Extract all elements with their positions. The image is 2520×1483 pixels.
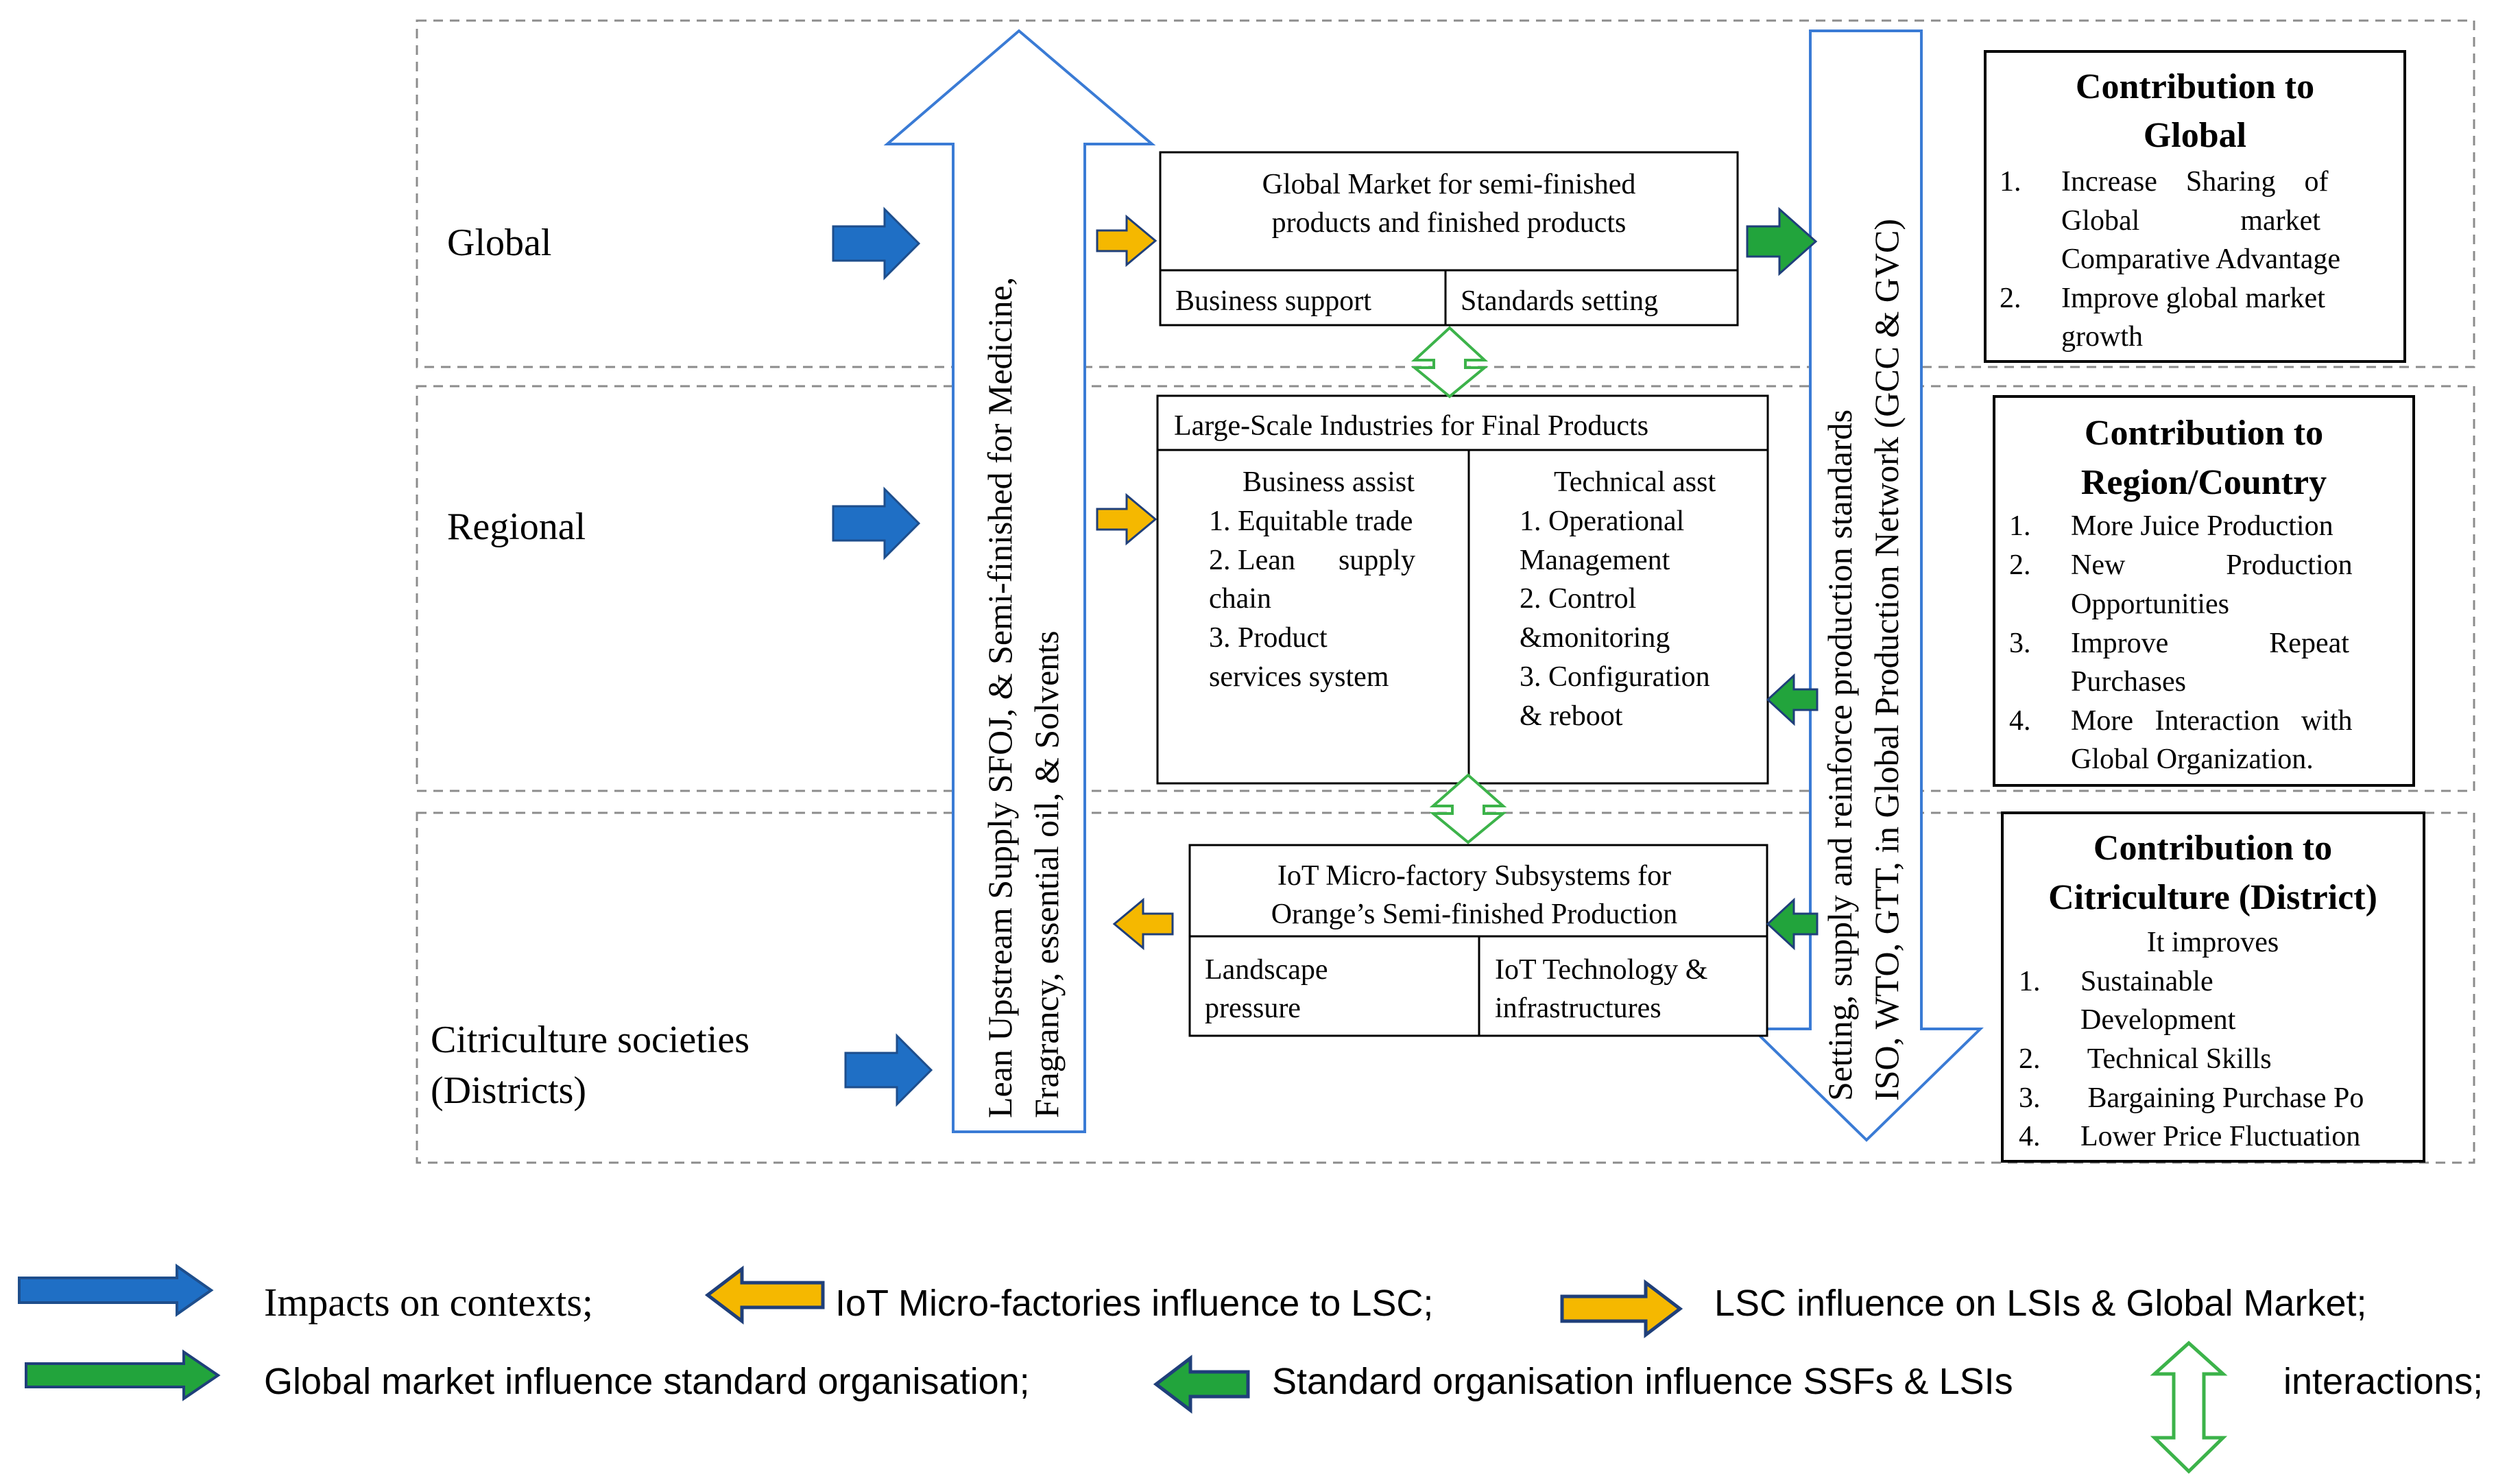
contribution-region-item-4-line-2: Global Organization.	[2071, 744, 2314, 775]
contribution-region-item-1-num: 1.	[2009, 510, 2031, 542]
contribution-district-item-3-line-1: Bargaining Purchase Po	[2080, 1082, 2364, 1114]
contribution-district-item-1-line-2: Development	[2080, 1004, 2236, 1036]
contribution-district-item-3-num: 3.	[2019, 1082, 2041, 1114]
lsi-technical-line-2: Management	[1520, 545, 1670, 576]
lsi-business-line-5: services system	[1209, 661, 1389, 693]
iot-landscape-2: pressure	[1205, 993, 1301, 1024]
lsc-arrow-to-lsi	[1096, 493, 1157, 546]
global-market-title-2: products and finished products	[1272, 207, 1627, 239]
contribution-district-item-2-line-1: Technical Skills	[2080, 1043, 2272, 1075]
contribution-global-item-2-num: 2.	[2000, 283, 2021, 314]
contribution-global-item-1-num: 1.	[2000, 166, 2021, 198]
contribution-district-title-1: Contribution to	[2093, 829, 2332, 868]
lsi-technical-heading: Technical asst	[1554, 466, 1716, 498]
legend-impacts-text: Impacts on contexts;	[264, 1280, 593, 1325]
contribution-global-item-1-line-2: Global market	[2061, 205, 2320, 237]
contribution-district-box: Contribution to Citriculture (District) …	[2001, 811, 2425, 1163]
context-arrow-regional	[832, 486, 921, 560]
contribution-global-item-2-line-2: growth	[2061, 321, 2143, 353]
iot-title-1: IoT Micro-factory Subsystems for	[1277, 860, 1671, 892]
contribution-district-intro: It improves	[2147, 927, 2279, 958]
global-market-box: Global Market for semi-finished products…	[1159, 151, 1739, 327]
contribution-region-item-3-num: 3.	[2009, 628, 2031, 659]
legend-green-right-arrow-icon	[25, 1349, 221, 1401]
contribution-global-item-1-line-3: Comparative Advantage	[2061, 244, 2340, 275]
legend-yellow-left-arrow-icon	[704, 1265, 825, 1325]
lsi-business-line-3: chain	[1209, 583, 1271, 615]
legend-green-left-arrow-icon	[1153, 1354, 1250, 1414]
interaction-arrow-global-regional	[1411, 326, 1489, 399]
contribution-region-item-2-line-2: Opportunities	[2071, 589, 2229, 620]
lsi-technical-line-1: 1. Operational	[1520, 506, 1684, 537]
contribution-global-item-2-line-1: Improve global market	[2061, 283, 2325, 314]
contribution-global-title-2: Global	[2144, 116, 2246, 155]
legend-yellow-right-arrow-icon	[1560, 1279, 1683, 1339]
upstream-supply-arrow	[883, 29, 1156, 1133]
legend: Impacts on contexts; IoT Micro-factories…	[18, 1263, 2483, 1474]
contribution-district-item-1-line-1: Sustainable	[2080, 966, 2213, 997]
iot-technology-1: IoT Technology &	[1495, 954, 1707, 986]
legend-lsc-influence-text: LSC influence on LSIs & Global Market;	[1714, 1283, 2367, 1324]
contribution-district-item-4-num: 4.	[2019, 1121, 2041, 1152]
contribution-global-title-1: Contribution to	[2076, 67, 2314, 106]
standards-arrow-to-lsi	[1766, 673, 1819, 726]
standards-arrow-text-2: ISO, WTO, GTT, in Global Production Netw…	[1867, 219, 1906, 1101]
legend-iot-influence-text: IoT Micro-factories influence to LSC;	[835, 1283, 1433, 1324]
lsi-business-line-2: 2. Lean supply	[1209, 545, 1415, 576]
iot-title-2: Orange’s Semi-finished Production	[1271, 899, 1678, 930]
contribution-global-box: Contribution to Global 1. Increase Shari…	[1984, 50, 2406, 363]
contribution-region-item-3-line-1: Improve Repeat	[2071, 628, 2349, 659]
interaction-arrow-regional-district	[1429, 773, 1507, 844]
contribution-region-item-4-num: 4.	[2009, 705, 2031, 737]
global-market-standards-setting: Standards setting	[1461, 285, 1658, 317]
global-market-arrow-to-standards	[1746, 206, 1818, 276]
global-market-business-support: Business support	[1175, 285, 1371, 317]
level-label-regional: Regional	[447, 506, 586, 548]
lsi-title: Large-Scale Industries for Final Product…	[1174, 410, 1648, 442]
contribution-district-item-4-line-1: Lower Price Fluctuation	[2080, 1121, 2360, 1152]
contribution-region-title-2: Region/Country	[2081, 463, 2327, 502]
lsi-business-line-4: 3. Product	[1209, 622, 1328, 654]
context-arrow-global	[832, 206, 921, 281]
standards-arrow-to-iot	[1766, 897, 1819, 951]
upstream-arrow-text-1: Lean Upstream Supply SFOJ, & Semi-finish…	[981, 277, 1019, 1118]
iot-microfactory-box: IoT Micro-factory Subsystems for Orange’…	[1188, 844, 1768, 1037]
contribution-region-item-2-line-1: New Production	[2071, 549, 2353, 581]
contribution-district-item-1-num: 1.	[2019, 966, 2041, 997]
contribution-district-title-2: Citriculture (District)	[2048, 878, 2377, 917]
contribution-region-title-1: Contribution to	[2085, 414, 2323, 453]
legend-standard-influence-text: Standard organisation influence SSFs & L…	[1272, 1361, 2013, 1402]
contribution-global-item-1-line-1: Increase Sharing of	[2061, 166, 2329, 198]
contribution-region-item-4-line-1: More Interaction with	[2071, 705, 2353, 737]
standards-arrow	[1749, 29, 1984, 1142]
context-arrow-districts	[844, 1033, 933, 1107]
level-label-districts: Citriculture societies	[431, 1019, 749, 1061]
upstream-arrow-text-2: Fragrancy, essential oil, & Solvents	[1027, 630, 1066, 1118]
contribution-region-item-2-num: 2.	[2009, 549, 2031, 581]
contribution-region-box: Contribution to Region/Country 1. More J…	[1993, 395, 2415, 787]
lsi-technical-line-6: & reboot	[1520, 700, 1623, 732]
iot-arrow-to-lsc	[1112, 897, 1174, 951]
contribution-region-item-1-line-1: More Juice Production	[2071, 510, 2333, 542]
iot-landscape-1: Landscape	[1205, 954, 1328, 986]
contribution-region-item-3-line-2: Purchases	[2071, 666, 2186, 698]
standards-arrow-text-1: Setting, supply and reinforce production…	[1821, 410, 1859, 1101]
lsi-business-assist-heading: Business assist	[1243, 466, 1415, 498]
iot-technology-2: infrastructures	[1495, 993, 1661, 1024]
lsi-technical-line-4: &monitoring	[1520, 622, 1670, 654]
lsc-arrow-to-global-market	[1096, 214, 1157, 268]
legend-blue-arrow-icon	[18, 1263, 214, 1317]
legend-interactions-text: interactions;	[2283, 1361, 2483, 1402]
contribution-district-item-2-num: 2.	[2019, 1043, 2041, 1075]
lsi-business-line-1: 1. Equitable trade	[1209, 506, 1413, 537]
global-market-title-1: Global Market for semi-finished	[1262, 169, 1636, 200]
level-label-global: Global	[447, 222, 551, 264]
legend-global-influence-text: Global market influence standard organis…	[264, 1361, 1030, 1402]
legend-interaction-double-arrow-icon	[2150, 1340, 2228, 1474]
large-scale-industries-box: Large-Scale Industries for Final Product…	[1156, 394, 1769, 785]
lsi-technical-line-3: 2. Control	[1520, 583, 1636, 615]
level-label-districts-2: (Districts)	[431, 1069, 586, 1112]
lsi-technical-line-5: 3. Configuration	[1520, 661, 1710, 693]
